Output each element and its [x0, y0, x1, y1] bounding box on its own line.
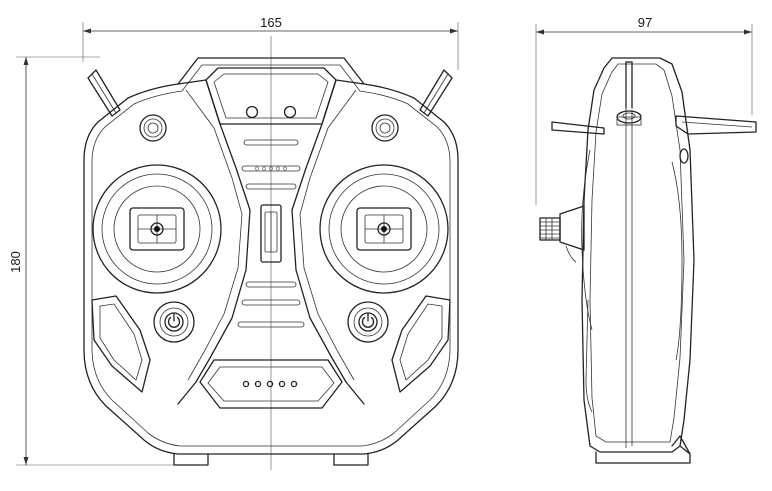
battery-led-5 [290, 380, 298, 388]
center-toggle-switch [260, 204, 282, 263]
right-grip-panel [391, 295, 451, 393]
battery-led-3 [266, 380, 274, 388]
left-gimbal-stick [92, 164, 222, 294]
battery-led-1 [242, 380, 250, 388]
side-port [679, 148, 689, 164]
upper-vent-slots [241, 139, 301, 190]
front-view [83, 36, 459, 470]
side-foot [595, 445, 691, 464]
side-left-lever [551, 121, 605, 135]
side-knob [616, 110, 642, 126]
right-power-button[interactable] [347, 301, 389, 343]
battery-led-4 [278, 380, 286, 388]
side-depth-label: 97 [638, 15, 652, 30]
right-gimbal-stick [319, 164, 449, 294]
left-power-button[interactable] [153, 301, 195, 343]
front-height-label: 180 [8, 251, 23, 273]
right-antenna [419, 69, 453, 117]
front-width-dimension: 165 [82, 15, 459, 70]
power-icon [361, 316, 375, 328]
power-icon [167, 316, 181, 328]
indicator-led-left [245, 105, 259, 119]
side-view [539, 57, 757, 464]
lower-vent-slots [237, 281, 305, 328]
right-foot [333, 453, 369, 466]
side-right-lever [675, 115, 757, 135]
bottom-led-panel [199, 359, 343, 409]
side-grip-contour [581, 149, 593, 331]
side-depth-dimension: 97 [535, 15, 753, 205]
left-antenna [87, 69, 121, 117]
controller-body-inner-edge [91, 64, 451, 447]
left-top-knob [139, 114, 167, 142]
indicator-led-right [283, 105, 297, 119]
side-connector [539, 205, 585, 263]
left-grip-panel [91, 295, 151, 393]
left-foot [173, 453, 209, 466]
controller-body-outline [83, 57, 459, 455]
front-width-label: 165 [260, 15, 282, 30]
right-top-knob [371, 114, 399, 142]
front-height-dimension: 180 [8, 56, 175, 466]
side-antenna [625, 61, 633, 109]
battery-led-2 [254, 380, 262, 388]
center-hourglass-frame [177, 79, 365, 405]
